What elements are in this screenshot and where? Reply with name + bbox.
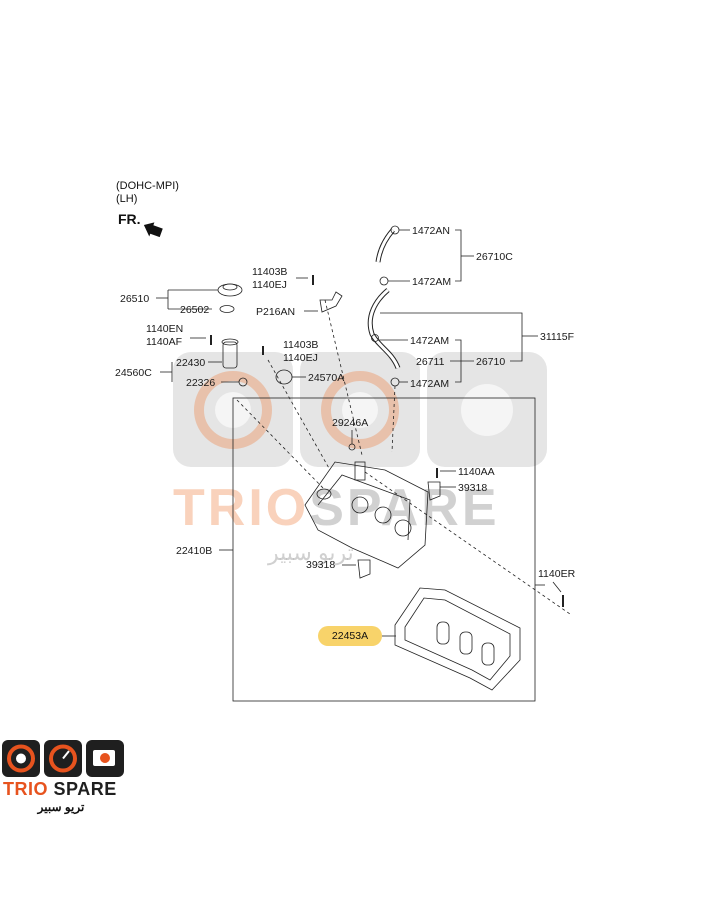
part-label-1472AM-c[interactable]: 1472AM bbox=[410, 378, 450, 390]
part-label-1140EJ-a[interactable]: 1140EJ bbox=[252, 279, 287, 291]
part-label-1140EJ-b[interactable]: 1140EJ bbox=[283, 352, 318, 364]
ref-line-hose bbox=[391, 385, 396, 453]
filler-neck-22430 bbox=[222, 341, 238, 369]
sensor-39318-b bbox=[357, 559, 371, 579]
sensor-24570A bbox=[275, 369, 293, 385]
clamp-1472AM-c bbox=[390, 377, 400, 387]
valve-cover-ridge bbox=[317, 474, 411, 541]
front-arrow-icon bbox=[143, 222, 163, 238]
gasket-22453A-inner bbox=[404, 597, 511, 681]
part-label-29246A[interactable]: 29246A bbox=[332, 417, 369, 429]
filler-neck-top bbox=[221, 338, 239, 346]
watermark-brand-name: TRIOSPARE bbox=[173, 478, 500, 538]
part-label-26710C[interactable]: 26710C bbox=[476, 251, 513, 263]
logo-engine-wheel bbox=[100, 753, 110, 763]
spark-plug-well-2 bbox=[374, 506, 392, 524]
brand-name-part2: SPARE bbox=[53, 779, 117, 799]
valve-cover-22410B bbox=[304, 461, 429, 569]
hose-26711 bbox=[367, 288, 401, 370]
part-label-22410B[interactable]: 22410B bbox=[176, 545, 213, 557]
brand-arabic-name: تريو سبير bbox=[37, 800, 85, 814]
bracket-P216AN bbox=[319, 291, 343, 313]
leader-1140ER bbox=[552, 581, 562, 593]
part-label-39318-b[interactable]: 39318 bbox=[306, 559, 336, 571]
pcv-port bbox=[354, 461, 366, 481]
part-label-22430[interactable]: 22430 bbox=[176, 357, 206, 369]
gasket-plug-seal-2 bbox=[459, 631, 473, 655]
watermark-engine-wheel bbox=[461, 384, 513, 436]
part-label-1140AF[interactable]: 1140AF bbox=[146, 336, 182, 348]
spark-plug-well-1 bbox=[351, 496, 369, 514]
part-label-24560C[interactable]: 24560C bbox=[115, 367, 152, 379]
brand-logo-graphic bbox=[2, 740, 124, 777]
part-label-31115F[interactable]: 31115F bbox=[540, 331, 575, 343]
gasket-22453A bbox=[394, 587, 521, 691]
part-label-26711[interactable]: 26711 bbox=[416, 356, 445, 368]
part-label-24570A[interactable]: 24570A bbox=[308, 372, 345, 384]
bracket-31115F bbox=[380, 312, 523, 362]
oil-fill-port bbox=[316, 488, 332, 500]
part-label-P216AN[interactable]: P216AN bbox=[256, 306, 296, 318]
sensor-39318-a bbox=[427, 481, 441, 501]
logo-gauge-ring-2 bbox=[49, 744, 77, 773]
seal-22326 bbox=[238, 377, 248, 387]
part-label-39318-a[interactable]: 39318 bbox=[458, 482, 488, 494]
ref-line-pcv bbox=[324, 299, 363, 456]
part-label-1140AA[interactable]: 1140AA bbox=[458, 466, 495, 478]
gasket-plug-seal-3 bbox=[481, 642, 495, 666]
part-label-22326[interactable]: 22326 bbox=[186, 377, 216, 389]
spark-plug-well-3 bbox=[394, 519, 412, 537]
watermark-name-part2: SPARE bbox=[309, 479, 500, 537]
part-label-1472AM-a[interactable]: 1472AM bbox=[412, 276, 452, 288]
watermark-center-2 bbox=[342, 392, 378, 428]
engine-type-label: (DOHC-MPI) bbox=[116, 180, 179, 192]
part-label-22453A-highlighted[interactable]: 22453A bbox=[318, 626, 382, 646]
assembly-frame bbox=[232, 397, 536, 702]
front-label: FR. bbox=[118, 211, 141, 227]
clamp-1472AM-a bbox=[379, 276, 389, 286]
side-label: (LH) bbox=[116, 193, 138, 205]
gasket-26502 bbox=[219, 305, 235, 313]
bracket-26710C bbox=[455, 229, 462, 282]
part-label-1472AN[interactable]: 1472AN bbox=[412, 225, 450, 237]
part-label-26502[interactable]: 26502 bbox=[180, 304, 210, 316]
oil-cap-26510-top bbox=[222, 283, 238, 291]
part-label-26710[interactable]: 26710 bbox=[476, 356, 506, 368]
watermark-arabic-name: تريو سبير bbox=[268, 540, 354, 565]
hose-26711-inner bbox=[368, 288, 400, 369]
part-label-26510[interactable]: 26510 bbox=[120, 293, 150, 305]
brand-name: TRIO SPARE bbox=[3, 779, 117, 800]
part-label-1472AM-b[interactable]: 1472AM bbox=[410, 335, 450, 347]
clamp-1472AM-b bbox=[371, 334, 379, 342]
part-label-11403B-a[interactable]: 11403B bbox=[252, 266, 288, 278]
part-label-1140EN[interactable]: 1140EN bbox=[146, 323, 184, 335]
brand-name-part1: TRIO bbox=[3, 779, 48, 799]
logo-gauge-dot-1 bbox=[16, 753, 26, 764]
logo-gauge-needle bbox=[62, 750, 70, 760]
gasket-plug-seal-1 bbox=[436, 621, 450, 645]
part-label-11403B-b[interactable]: 11403B bbox=[283, 339, 319, 351]
ref-line-filler bbox=[236, 399, 326, 491]
watermark-name-part1: TRIO bbox=[173, 479, 310, 537]
logo-gauge-ring-1 bbox=[7, 744, 35, 773]
part-label-1140ER[interactable]: 1140ER bbox=[538, 568, 576, 580]
valve-29246A bbox=[348, 443, 356, 451]
